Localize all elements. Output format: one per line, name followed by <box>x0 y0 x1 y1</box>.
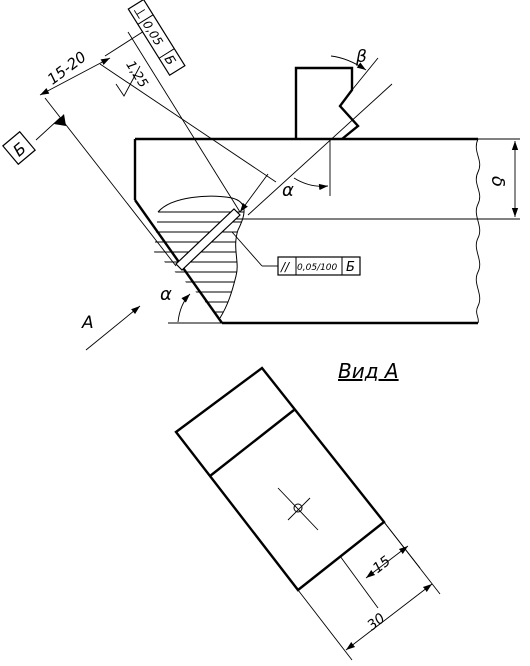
datum-triangle <box>54 114 66 126</box>
dim-30-label: 30 <box>364 610 388 634</box>
hatch-lines <box>154 211 245 313</box>
dim30-extension-2 <box>383 521 441 595</box>
tol-par-datum: Б <box>346 260 355 275</box>
view-a-divider <box>209 409 295 477</box>
view-a-hole <box>293 503 303 513</box>
view-a-title: Вид А <box>338 359 399 383</box>
datum-leader <box>35 117 61 141</box>
alpha-label-bottom: α <box>160 284 172 305</box>
alpha-arc-bottom <box>177 293 191 323</box>
axis-arrow-line <box>239 173 269 213</box>
bevel-axis-line <box>247 83 393 216</box>
dim-line-15-20 <box>39 57 111 96</box>
cutout-outline <box>157 195 245 319</box>
tol-par-symbol: // <box>280 260 291 274</box>
dim-15-20-label: 15-20 <box>44 48 90 89</box>
workpiece-body <box>133 137 520 325</box>
datum-box-b: Б <box>2 130 36 166</box>
slot <box>175 208 241 271</box>
extension-line-b <box>99 63 277 183</box>
delta-label: δ <box>487 176 508 187</box>
alpha-label-top: α <box>282 180 294 201</box>
beta-extension <box>351 57 379 91</box>
view-a-part <box>174 366 386 592</box>
alpha-arc-top <box>293 177 329 191</box>
view-a-centerline-1 <box>277 487 319 531</box>
view-a-outline <box>174 366 386 592</box>
dim30-line <box>345 583 433 651</box>
dim30-extension <box>297 589 353 661</box>
view-arrow-label: А <box>81 313 94 333</box>
tol-par-value: 0,05/100 <box>297 263 338 273</box>
section-cutout <box>154 195 245 319</box>
dim15-line <box>365 545 409 579</box>
break-line <box>475 138 481 324</box>
tolerance-frame-parallel: // 0,05/100 Б <box>277 256 361 276</box>
beta-label: β <box>355 47 367 67</box>
view-arrow <box>85 305 141 351</box>
tool-profile <box>294 66 360 140</box>
extension-line-a <box>44 97 177 267</box>
leader-perpendicular <box>127 31 241 213</box>
roughness-label: 1,25 <box>122 58 150 91</box>
roughness-symbol <box>115 65 141 97</box>
leader-parallel <box>231 231 263 267</box>
view-a-centerline-2 <box>287 497 311 521</box>
beta-arc <box>330 55 367 71</box>
dim-15-label: 15 <box>370 553 394 577</box>
